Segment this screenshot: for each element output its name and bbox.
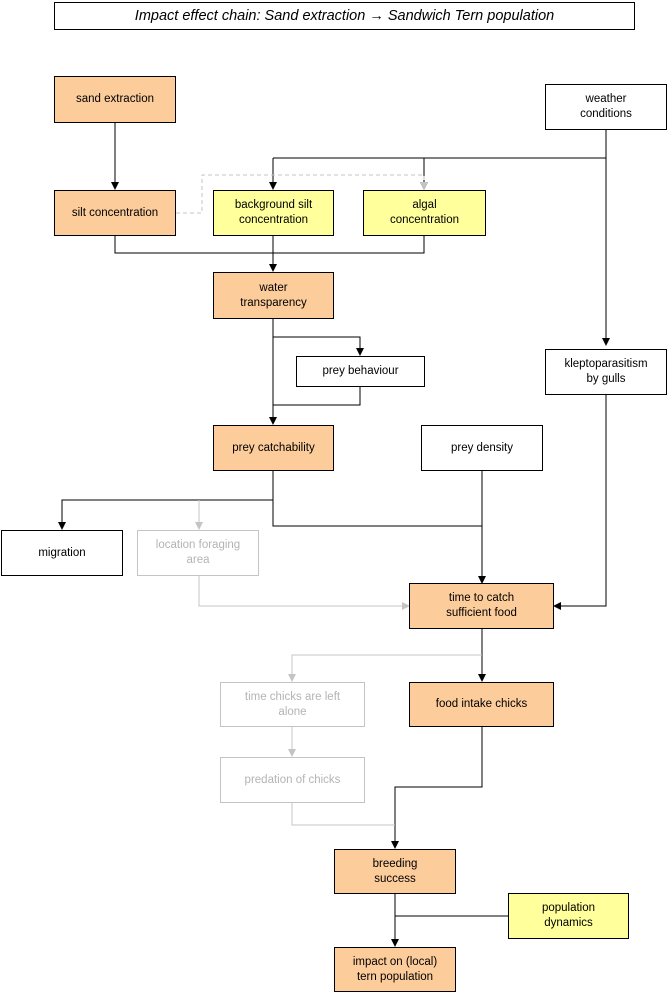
node-background-silt-concentration: background silt concentration — [213, 190, 334, 236]
node-sand-extraction: sand extraction — [54, 76, 176, 123]
connector-silt-to-algal-dashed — [176, 174, 428, 214]
node-location-foraging-area: location foraging area — [137, 530, 259, 576]
diagram-title: Impact effect chain: Sand extraction → S… — [54, 2, 635, 30]
node-time-to-catch-food: time to catch sufficient food — [409, 583, 554, 629]
connector-predation-to-breeding — [291, 803, 395, 826]
node-prey-density: prey density — [421, 425, 543, 471]
node-food-intake-chicks: food intake chicks — [409, 682, 554, 727]
node-population-dynamics: population dynamics — [508, 893, 629, 939]
connector-location-to-time — [198, 576, 410, 610]
node-water-transparency: water transparency — [213, 272, 334, 319]
connector-time-to-chicks-alone — [288, 654, 482, 682]
connector-from-prey-behaviour — [273, 387, 361, 406]
connector-klepto-to-time — [553, 395, 607, 610]
node-prey-catchability: prey catchability — [213, 425, 334, 471]
node-predation-of-chicks: predation of chicks — [220, 757, 365, 803]
connector-catchability-to-time — [272, 500, 482, 527]
node-impact-tern-population: impact on (local) tern population — [334, 947, 456, 992]
node-migration: migration — [1, 530, 123, 576]
node-silt-concentration: silt concentration — [54, 190, 176, 236]
node-kleptoparasitism: kleptoparasitism by gulls — [545, 349, 667, 395]
connector-food-to-breeding — [391, 727, 483, 849]
connector-silt-merge — [114, 236, 425, 254]
node-weather-conditions: weather conditions — [545, 84, 667, 130]
node-prey-behaviour: prey behaviour — [296, 356, 425, 387]
node-breeding-success: breeding success — [334, 849, 456, 894]
node-time-chicks-left-alone: time chicks are left alone — [220, 682, 365, 727]
connector-catchability-to-migration — [58, 471, 274, 530]
connector-to-prey-behaviour — [273, 336, 364, 356]
node-algal-concentration: algal concentration — [363, 190, 486, 236]
